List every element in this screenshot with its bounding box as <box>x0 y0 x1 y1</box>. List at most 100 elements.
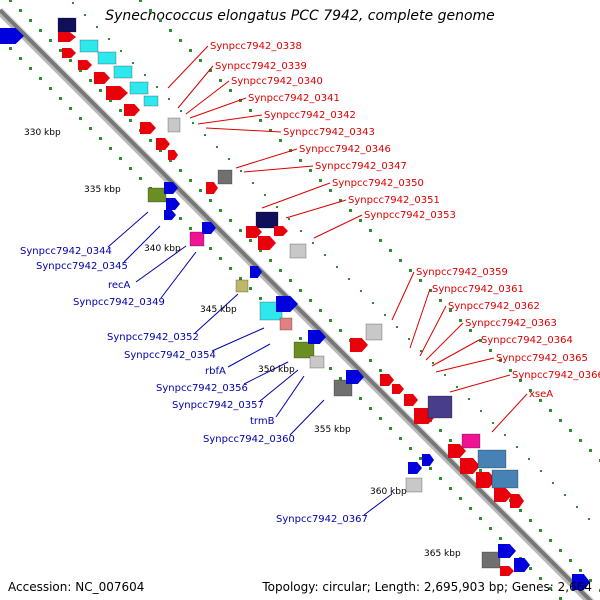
accession-text: Accession: NC_007604 <box>8 580 145 594</box>
gene-label-0357[interactable]: Synpcc7942_0357 <box>172 400 264 411</box>
gene-gray-2 <box>217 169 233 185</box>
leader-0363 <box>425 322 464 361</box>
leader-0366 <box>449 374 511 393</box>
tick-far-inner-300 <box>299 159 302 162</box>
tick-inner-440 <box>439 429 442 432</box>
gene-red-21 <box>476 472 496 488</box>
gene-label-recA[interactable]: recA <box>108 280 131 291</box>
tick-inner-250 <box>249 239 252 242</box>
tick-outer-260 <box>259 297 262 300</box>
tick-far-inner-380 <box>379 239 382 242</box>
gene-label-0367[interactable]: Synpcc7942_0367 <box>276 514 368 525</box>
gene-label-rbfA[interactable]: rbfA <box>205 366 226 377</box>
gene-dark-1 <box>57 17 77 33</box>
gene-blue-7 <box>308 330 326 344</box>
gene-label-0365[interactable]: Synpcc7942_0365 <box>496 353 588 364</box>
leader-0349 <box>160 251 197 299</box>
gene-label-0344[interactable]: Synpcc7942_0344 <box>20 246 112 257</box>
gene-label-0356[interactable]: Synpcc7942_0356 <box>156 383 248 394</box>
gene-label-0363[interactable]: Synpcc7942_0363 <box>465 318 557 329</box>
gene-red-2 <box>62 48 76 58</box>
gene-red-6 <box>124 104 140 116</box>
gene-label-0347[interactable]: Synpcc7942_0347 <box>315 161 407 172</box>
tick-inner-580 <box>579 569 582 572</box>
gene-label-0359[interactable]: Synpcc7942_0359 <box>416 267 508 278</box>
gene-gray-6 <box>365 323 383 341</box>
leader-0345 <box>123 225 161 263</box>
gene-label-0354[interactable]: Synpcc7942_0354 <box>124 350 216 361</box>
tick-outer-10 <box>9 47 12 50</box>
kbp-scale: 330 kbp 335 kbp 340 kbp 345 kbp 350 kbp … <box>24 128 461 559</box>
tick-far-inner-550 <box>549 409 552 412</box>
gene-gray-4 <box>309 355 325 369</box>
gene-label-0340[interactable]: Synpcc7942_0340 <box>231 76 323 87</box>
tick-inner-120 <box>119 109 122 112</box>
gene-label-0360[interactable]: Synpcc7942_0360 <box>203 434 295 445</box>
gene-label-0346[interactable]: Synpcc7942_0346 <box>299 144 391 155</box>
leader-lines <box>107 45 528 516</box>
tick-outer-250 <box>249 287 252 290</box>
gene-label-trmB[interactable]: trmB <box>250 416 275 427</box>
tick-inner-90 <box>89 79 92 82</box>
gene-label-0343[interactable]: Synpcc7942_0343 <box>283 127 375 138</box>
gene-red-22 <box>494 488 512 502</box>
tick-outer-450 <box>449 487 452 490</box>
tick-far-inner-170 <box>169 29 172 32</box>
gene-label-0352[interactable]: Synpcc7942_0352 <box>107 332 199 343</box>
gene-label-0339[interactable]: Synpcc7942_0339 <box>215 61 307 72</box>
gene-label-0342[interactable]: Synpcc7942_0342 <box>264 110 356 121</box>
tick-inner-30 <box>29 19 32 22</box>
gene-red-7 <box>140 122 156 134</box>
tick-outer-240 <box>239 277 242 280</box>
leader-0364 <box>431 339 480 367</box>
tick-inner-260 <box>259 249 262 252</box>
gene-red-16 <box>392 384 404 394</box>
tick-inner-530 <box>529 519 532 522</box>
tick-outer-530 <box>529 567 532 570</box>
leader-0346 <box>235 148 298 169</box>
gene-label-0353[interactable]: Synpcc7942_0353 <box>364 210 456 221</box>
tick-outer-50 <box>49 87 52 90</box>
tick-outer2-12 <box>72 2 74 4</box>
tick-far-inner-240 <box>239 99 242 102</box>
genome-backbone <box>0 8 593 600</box>
leader-0354 <box>211 327 265 352</box>
tick-inner-40 <box>39 29 42 32</box>
gene-label-0362[interactable]: Synpcc7942_0362 <box>448 301 540 312</box>
tick-far-inner-360 <box>359 219 362 222</box>
tick-far-inner-330 <box>329 189 332 192</box>
gene-label-0350[interactable]: Synpcc7942_0350 <box>332 178 424 189</box>
leader-0362 <box>419 305 447 357</box>
tick-far-inner-520 <box>519 379 522 382</box>
tick-outer-440 <box>439 477 442 480</box>
leader-0352 <box>194 293 239 334</box>
gene-label-0349[interactable]: Synpcc7942_0349 <box>73 297 165 308</box>
tick-outer2-192 <box>252 182 254 184</box>
kbp-label-360: 360 kbp <box>370 487 407 497</box>
leader-0350 <box>261 182 331 209</box>
tick-far-inner-440 <box>439 299 442 302</box>
gene-pink-1 <box>189 231 205 247</box>
tick-outer-490 <box>489 527 492 530</box>
leader-trmB <box>275 375 305 418</box>
gene-red-11 <box>246 226 262 238</box>
gene-label-0366[interactable]: Synpcc7942_0366 <box>512 370 600 381</box>
leader-0343 <box>205 127 282 133</box>
gene-label-xseA[interactable]: xseA <box>529 389 553 400</box>
gene-olive-2 <box>293 341 315 359</box>
tick-outer2-324 <box>384 314 386 316</box>
leader-0357 <box>259 369 299 402</box>
gene-label-0341[interactable]: Synpcc7942_0341 <box>248 93 340 104</box>
gene-label-0364[interactable]: Synpcc7942_0364 <box>481 335 573 346</box>
tick-outer2-468 <box>528 458 530 460</box>
gene-label-0338[interactable]: Synpcc7942_0338 <box>210 41 302 52</box>
gene-cyan-4 <box>129 81 149 95</box>
gene-label-0361[interactable]: Synpcc7942_0361 <box>432 284 524 295</box>
gene-label-0345[interactable]: Synpcc7942_0345 <box>36 261 128 272</box>
gene-dark-2 <box>255 211 279 229</box>
tick-outer2-372 <box>432 362 434 364</box>
tick-far-inner-350 <box>349 209 352 212</box>
gene-blue-6 <box>276 296 298 312</box>
gene-label-0351[interactable]: Synpcc7942_0351 <box>348 195 440 206</box>
